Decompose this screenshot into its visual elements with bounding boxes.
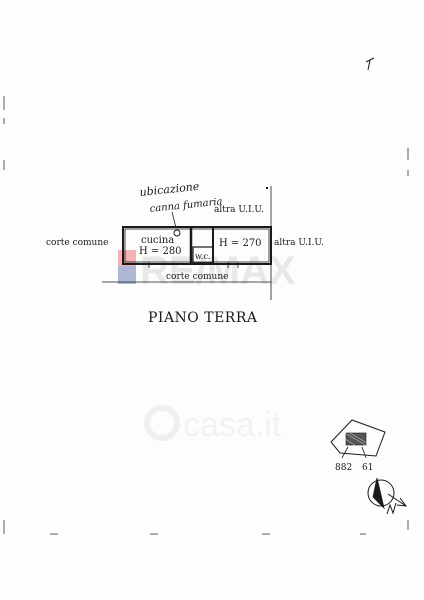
north-arrow-pointer — [387, 493, 408, 507]
stray-dot — [266, 187, 268, 189]
kitchen-label: cucina — [141, 235, 174, 246]
remax-watermark: RE/MAX — [118, 249, 296, 293]
north-arrow-needle — [372, 477, 385, 510]
flue-annotation-line1: ubicazione — [139, 180, 200, 199]
wc-label: w.c. — [195, 252, 210, 261]
casa-it-logo-icon — [144, 405, 180, 441]
casa-it-watermark-text: casa.it — [183, 406, 282, 444]
north-arrow-icon — [367, 477, 408, 515]
flue-icon — [173, 229, 181, 237]
parcel-a-pointer — [341, 446, 349, 459]
remax-balloon-blue — [118, 266, 136, 284]
flue-leader-line — [171, 211, 177, 229]
other-unit-top-label: altra U.I.U. — [214, 205, 264, 215]
site-map-parcel-fill — [345, 432, 367, 446]
site-map-hatch — [344, 432, 368, 447]
floor-plan — [102, 186, 272, 300]
common-court-left-label: corte comune — [46, 238, 108, 248]
parcel-b-pointer — [361, 446, 367, 459]
kitchen-height-label: H = 280 — [139, 246, 182, 257]
floor-title: PIANO TERRA — [148, 310, 258, 326]
flue-annotation-line2: canna fumaria — [149, 196, 223, 215]
remax-watermark-text: RE/MAX — [140, 249, 296, 293]
parcel-b-label: 61 — [362, 463, 373, 473]
stray-mark-top — [365, 57, 375, 71]
frame-marks — [3, 96, 409, 535]
site-location-map — [330, 419, 386, 459]
north-letter-mark — [386, 502, 397, 515]
common-court-bottom-label: corte comune — [166, 272, 228, 282]
other-unit-right-label: altra U.I.U. — [274, 238, 324, 248]
parcel-a-label: 882 — [335, 463, 352, 473]
casa-it-watermark: casa.it — [144, 405, 282, 444]
site-map-outline — [330, 419, 386, 457]
building-inner-outline — [124, 228, 270, 263]
room-height-label: H = 270 — [219, 238, 262, 249]
wc-room — [192, 246, 214, 264]
north-arrow-circle — [367, 479, 395, 507]
